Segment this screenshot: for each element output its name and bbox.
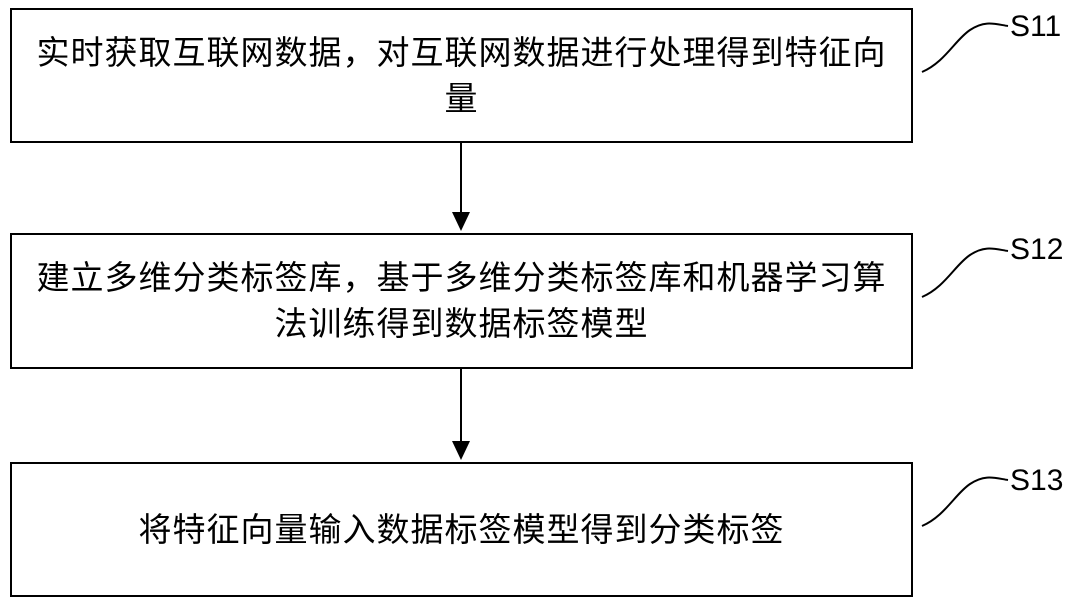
leader-curve-s11: [921, 22, 1009, 73]
step-text-s11: 实时获取互联网数据，对互联网数据进行处理得到特征向量: [36, 32, 887, 118]
arrow-s12-to-s13: [452, 369, 470, 460]
leader-curve-s13: [921, 476, 1009, 527]
arrow-s11-to-s12: [452, 143, 470, 231]
step-text-s13: 将特征向量输入数据标签模型得到分类标签: [138, 509, 785, 549]
step-label-s13: S13: [1010, 464, 1064, 497]
step-label-s12: S12: [1010, 233, 1064, 266]
leader-curve-s12: [921, 247, 1009, 298]
step-box-s13: 将特征向量输入数据标签模型得到分类标签: [10, 462, 913, 597]
step-box-s12: 建立多维分类标签库，基于多维分类标签库和机器学习算法训练得到数据标签模型: [10, 233, 913, 369]
step-text-s12: 建立多维分类标签库，基于多维分类标签库和机器学习算法训练得到数据标签模型: [36, 258, 887, 343]
step-box-s11: 实时获取互联网数据，对互联网数据进行处理得到特征向量: [10, 8, 913, 143]
step-label-s11: S11: [1010, 10, 1062, 43]
